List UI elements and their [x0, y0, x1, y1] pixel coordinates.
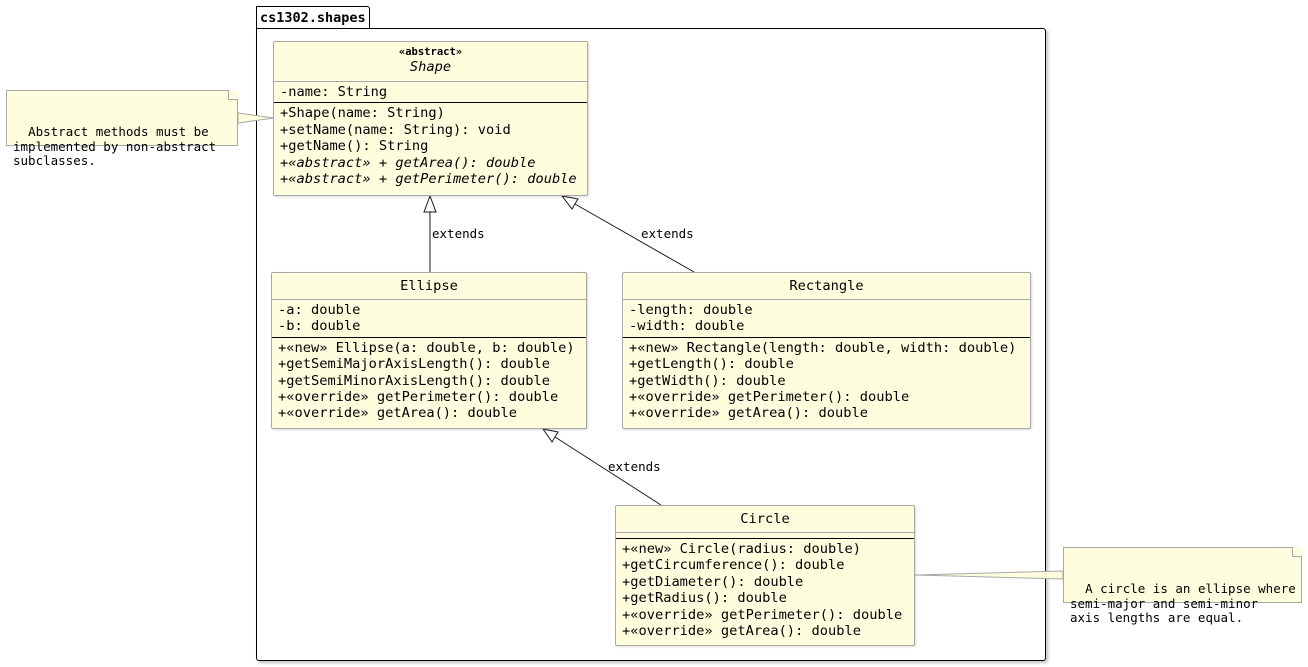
class-shape-stereotype: «abstract»	[398, 46, 463, 58]
class-shape-methods: +Shape(name: String) +setName(name: Stri…	[274, 102, 587, 189]
method-row: +«override» getArea(): double	[278, 405, 517, 422]
class-rectangle-fields: -length: double -width: double	[623, 300, 1030, 337]
class-shape-name: Shape	[409, 59, 452, 75]
class-shape-fields: -name: String	[274, 82, 587, 102]
method-row: +«abstract» + getPerimeter(): double	[280, 170, 577, 187]
rectangle-extends-label: extends	[641, 226, 694, 241]
circle-extends-line	[554, 436, 662, 506]
field-row: -b: double	[278, 318, 361, 335]
field-row: -name: String	[280, 84, 388, 100]
class-circle-header: Circle	[616, 506, 914, 533]
method-row: +getWidth(): double	[629, 372, 786, 389]
method-row: +«new» Ellipse(a: double, b: double)	[278, 339, 575, 356]
package-body	[256, 28, 1046, 661]
class-rectangle[interactable]: Rectangle -length: double -width: double…	[622, 272, 1031, 429]
rectangle-extends-line	[574, 203, 695, 273]
method-row: +«new» Rectangle(length: double, width: …	[629, 339, 1017, 356]
note-circle: A circle is an ellipse where semi-major …	[1063, 547, 1302, 625]
note-fold-icon	[1292, 547, 1302, 557]
method-row: +«override» getArea(): double	[622, 622, 861, 639]
note-fold-icon	[228, 90, 238, 100]
method-row: +getDiameter(): double	[622, 573, 804, 590]
class-circle-methods: +«new» Circle(radius: double) +getCircum…	[616, 538, 914, 641]
method-row: +«abstract» + getArea(): double	[280, 154, 536, 171]
method-row: +«override» getPerimeter(): double	[629, 388, 910, 405]
method-row: +«override» getPerimeter(): double	[622, 606, 903, 623]
field-row: -width: double	[629, 318, 745, 335]
circle-extends-label: extends	[608, 459, 661, 474]
method-row: +getLength(): double	[629, 356, 794, 373]
class-ellipse-name: Ellipse	[400, 278, 458, 294]
field-row: -length: double	[629, 302, 753, 318]
method-row: +Shape(name: String)	[280, 105, 445, 122]
package-name: cs1302.shapes	[260, 10, 366, 26]
circle-note-connector	[914, 570, 1064, 580]
method-row: +«override» getPerimeter(): double	[278, 388, 559, 405]
ellipse-extends-label: extends	[432, 226, 485, 241]
class-ellipse-methods: +«new» Ellipse(a: double, b: double) +ge…	[272, 336, 586, 424]
package-tab: cs1302.shapes	[256, 6, 370, 28]
field-row: -a: double	[278, 302, 361, 318]
abstract-note-connector	[237, 112, 275, 124]
note-abstract-text: Abstract methods must be implemented by …	[13, 124, 217, 168]
class-shape-header: «abstract» Shape	[274, 42, 587, 82]
method-row: +getSemiMajorAxisLength(): double	[278, 356, 550, 373]
note-circle-text: A circle is an ellipse where semi-major …	[1070, 581, 1296, 625]
method-row: +«override» getArea(): double	[629, 405, 868, 422]
class-ellipse-header: Ellipse	[272, 273, 586, 300]
class-rectangle-header: Rectangle	[623, 273, 1030, 300]
class-shape[interactable]: «abstract» Shape -name: String +Shape(na…	[273, 41, 588, 196]
class-ellipse[interactable]: Ellipse -a: double -b: double +«new» Ell…	[271, 272, 587, 429]
circle-extends-arrowhead	[541, 428, 559, 443]
method-row: +getCircumference(): double	[622, 557, 845, 574]
class-rectangle-name: Rectangle	[789, 278, 864, 294]
class-circle[interactable]: Circle +«new» Circle(radius: double) +ge…	[615, 505, 915, 646]
method-row: +«new» Circle(radius: double)	[622, 541, 861, 557]
note-abstract-methods: Abstract methods must be implemented by …	[6, 90, 238, 168]
method-row: +getName(): String	[280, 138, 429, 155]
class-rectangle-methods: +«new» Rectangle(length: double, width: …	[623, 336, 1030, 424]
class-circle-name: Circle	[740, 511, 790, 527]
ellipse-extends-arrowhead	[423, 194, 437, 213]
method-row: +getRadius(): double	[622, 590, 787, 607]
method-row: +getSemiMinorAxisLength(): double	[278, 372, 550, 389]
method-row: +setName(name: String): void	[280, 121, 511, 138]
rectangle-extends-arrowhead	[560, 195, 579, 210]
class-ellipse-fields: -a: double -b: double	[272, 300, 586, 337]
